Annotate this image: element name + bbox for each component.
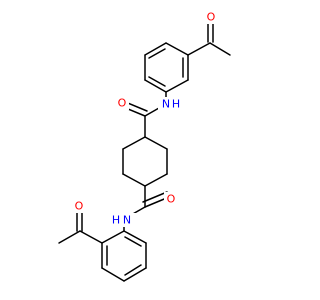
oxygen-label-top-acetyl: O xyxy=(207,11,216,24)
bonds xyxy=(58,22,231,282)
atom-o-acetyl-top: O xyxy=(204,11,218,24)
bond-top-ring-2 xyxy=(144,42,167,56)
atom-nh-bottom: H N xyxy=(112,213,137,227)
atom-o-amide-top: O xyxy=(115,96,129,110)
atom-nh-top: N H xyxy=(158,97,182,111)
bond-bottom-ring-3 xyxy=(101,267,125,282)
hydrogen-label-top: H xyxy=(172,98,180,111)
atom-labels: O N H O O H N O xyxy=(72,11,218,227)
bond-bottom-amide-carbonyl-double-inner xyxy=(142,191,168,203)
bond-top-ring-4 xyxy=(144,79,167,93)
nitrogen-label-bottom: N xyxy=(123,214,131,227)
bond-bottom-ring-1 xyxy=(101,230,125,244)
bond-top-ring-4-double xyxy=(148,76,166,87)
molecule-svg: O N H O O H N O xyxy=(58,11,231,282)
bond-top-ring-2-double xyxy=(148,48,166,59)
bond-top-ring-1 xyxy=(165,42,189,56)
molecule-diagram: O N H O O H N O xyxy=(58,10,231,282)
bond-cyclohexane-4 xyxy=(122,173,146,187)
bond-bottom-ring-4 xyxy=(123,267,147,282)
bond-bottom-acetyl-to-methyl xyxy=(58,230,81,244)
hydrogen-label-bottom: H xyxy=(112,214,120,227)
oxygen-label-top-amide: O xyxy=(118,97,127,110)
bond-top-ring-5 xyxy=(165,79,189,93)
oxygen-label-bottom-amide: O xyxy=(167,193,176,206)
oxygen-label-bottom-acetyl: O xyxy=(75,200,84,213)
atom-o-amide-bottom: O xyxy=(164,192,178,206)
bond-bottom-ring-to-acetyl xyxy=(79,230,103,244)
bond-top-methyl-carbonyl xyxy=(209,42,231,56)
bond-cyclohexane-3 xyxy=(144,173,168,187)
atom-o-acetyl-bottom: O xyxy=(72,200,86,213)
bond-top-nh-to-carbonyl xyxy=(144,107,160,117)
bond-bottom-ring-6-double xyxy=(124,236,142,247)
nitrogen-label-top: N xyxy=(162,98,170,111)
bond-bottom-ring-6 xyxy=(123,230,147,244)
bond-top-acetyl-to-ring xyxy=(187,42,211,56)
bond-cyclohexane-1 xyxy=(144,136,168,150)
bond-bottom-ring-4-double xyxy=(124,264,142,276)
bond-cyclohexane-6 xyxy=(122,136,146,150)
